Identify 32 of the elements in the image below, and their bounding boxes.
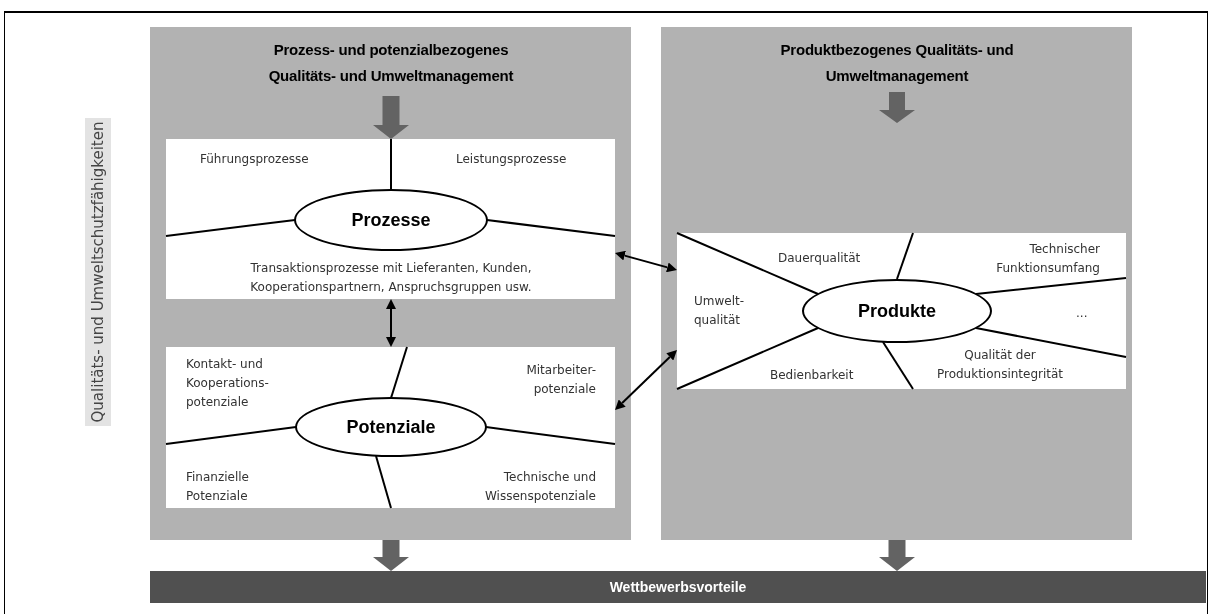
item-text: Führungsprozesse	[200, 151, 310, 168]
card-background	[166, 347, 615, 508]
item-text: Bedienbarkeit	[770, 367, 855, 384]
item-text: Technische und Wissenspotenziale	[483, 469, 596, 505]
block-arrow	[879, 540, 915, 571]
ellipse-label: Prozesse	[351, 209, 431, 231]
ellipse-label: Produkte	[858, 300, 936, 322]
block-arrow	[373, 540, 409, 571]
arrow	[615, 250, 677, 273]
item-text: Transaktionsprozesse mit Lieferanten, Kunden, Kooperationspartnern, Anspruchsgruppen usw.	[249, 260, 533, 296]
item-text: Dauerqualität	[778, 250, 862, 267]
panel-heading: Prozess- und potenzialbezogenes Qualitäts- und Umweltmanagement	[267, 40, 515, 86]
ellipse-label: Potenziale	[346, 416, 436, 438]
item-text: Mitarbeiter-potenziale	[525, 362, 596, 398]
item-text: Leistungsprozesse	[456, 151, 568, 168]
bar-label: Wettbewerbsvorteile	[609, 579, 747, 595]
item-text: Qualität der Produktionsintegrität	[935, 347, 1065, 383]
card-background	[166, 139, 615, 299]
card-background	[677, 233, 1126, 389]
panel-heading: Produktbezogenes Qualitäts- und Umweltmanagement	[779, 40, 1015, 86]
item-text: Technischer Funktionsumfang	[995, 241, 1100, 277]
vertical-label: Qualitäts- und Umweltschutzfähigkeiten	[89, 121, 107, 423]
item-text: Finanzielle Potenziale	[186, 469, 250, 505]
panel	[150, 27, 631, 540]
result-bar	[150, 571, 1206, 603]
item-text: Umwelt-qualität	[694, 293, 746, 329]
arrow	[615, 350, 677, 410]
panel	[661, 27, 1132, 540]
block-arrow	[373, 96, 409, 139]
item-text: Kontakt- und Kooperations-potenziale	[186, 356, 270, 411]
arrow	[386, 299, 396, 347]
item-text: ...	[1076, 305, 1089, 322]
